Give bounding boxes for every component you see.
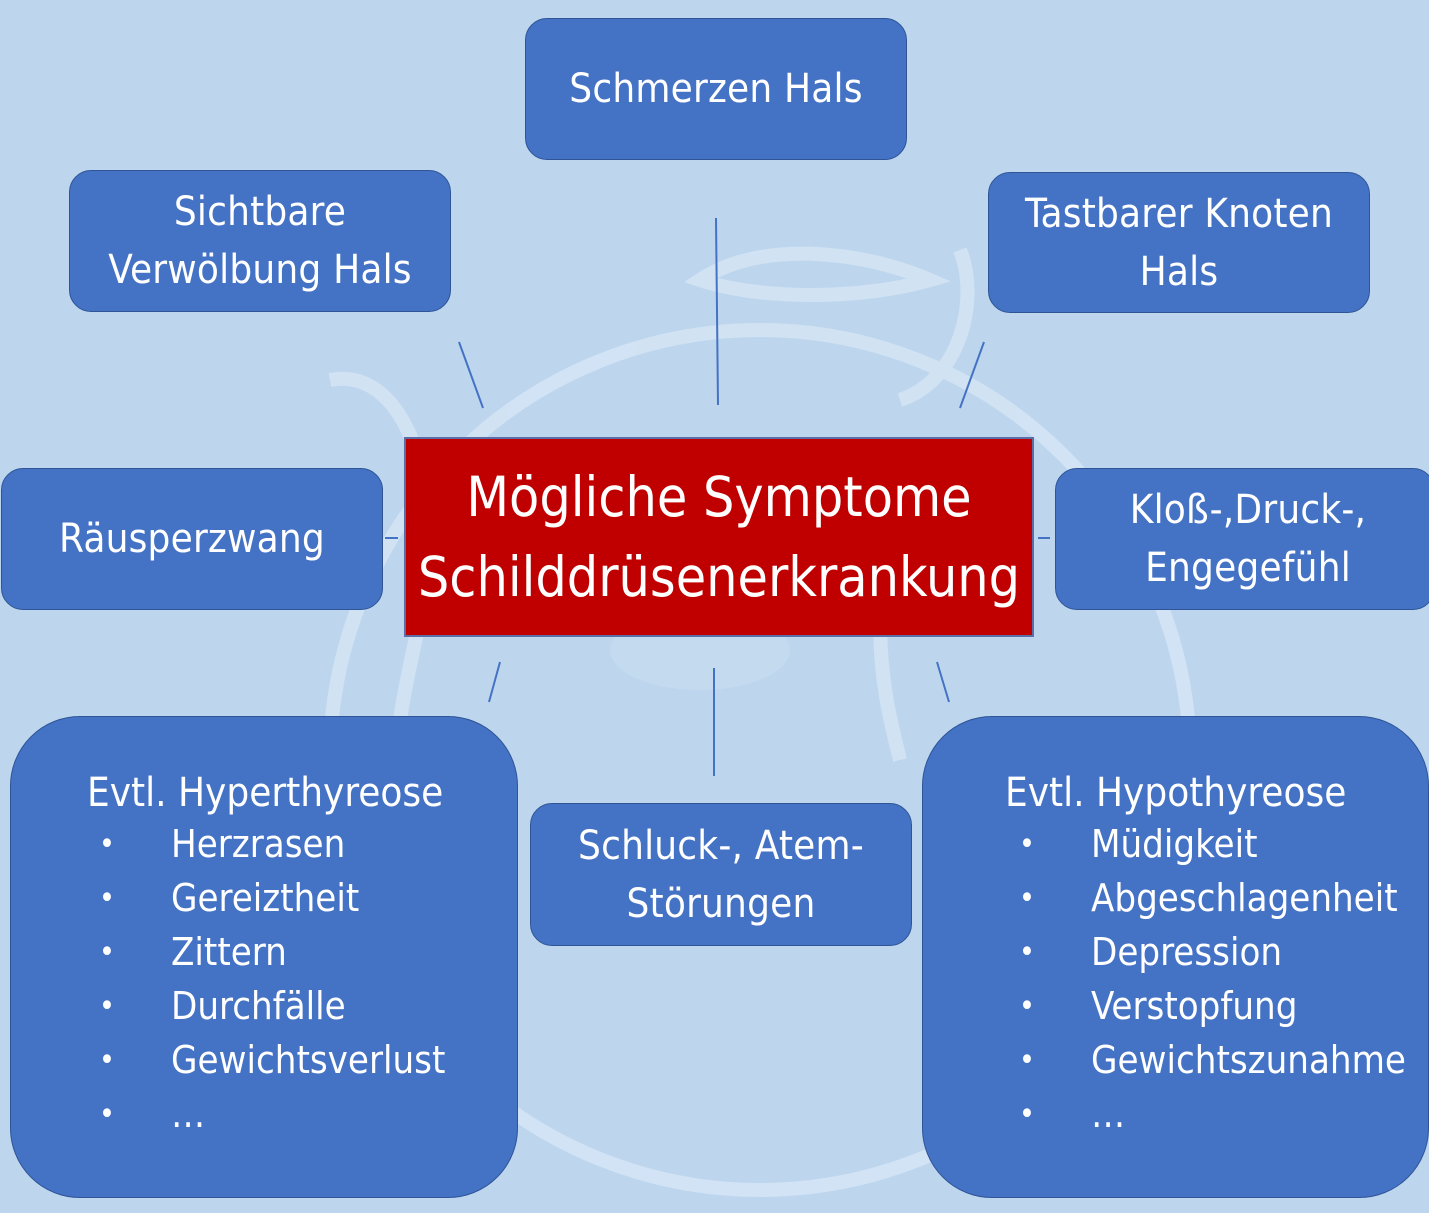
central-topic: Mögliche Symptome Schilddrüsenerkrankung: [404, 437, 1034, 637]
bullet-icon: •: [1019, 988, 1035, 1024]
group-title: Evtl. Hyperthyreose: [87, 770, 444, 816]
list-item: •Depression: [1019, 930, 1283, 974]
node-raeusperzwang: Räusperzwang: [1, 468, 383, 610]
list-item: •Gewichtsverlust: [99, 1038, 446, 1082]
connector-hyper: [488, 661, 501, 703]
group-hyperthyreose: Evtl. Hyperthyreose •Herzrasen •Gereizth…: [10, 716, 518, 1198]
bullet-icon: •: [99, 988, 115, 1024]
node-label: Schluck-, Atem- Störungen: [578, 822, 864, 927]
list-item: •…: [1019, 1092, 1126, 1136]
list-item: •Gewichtszunahme: [1019, 1038, 1406, 1082]
node-schmerzen-hals: Schmerzen Hals: [525, 18, 907, 160]
list-item: •Zittern: [99, 930, 287, 974]
node-label: Kloß-,Druck-, Engegefühl: [1129, 487, 1367, 591]
node-tastbarer-knoten: Tastbarer Knoten Hals: [988, 172, 1370, 313]
connector-schmerzen: [715, 217, 719, 406]
bullet-icon: •: [1019, 826, 1035, 862]
bullet-icon: •: [99, 880, 115, 916]
node-kloss-druck: Kloß-,Druck-, Engegefühl: [1055, 468, 1429, 610]
node-label: Räusperzwang: [59, 516, 325, 562]
bullet-icon: •: [1019, 880, 1035, 916]
node-label: Schmerzen Hals: [569, 66, 863, 112]
node-sichtbare-verwoelbung: Sichtbare Verwölbung Hals: [69, 170, 451, 312]
node-label: Sichtbare Verwölbung Hals: [108, 189, 412, 293]
bullet-icon: •: [99, 1096, 115, 1132]
list-item: •Herzrasen: [99, 822, 346, 866]
list-item: •Durchfälle: [99, 984, 346, 1028]
symptom-list: •Herzrasen •Gereiztheit •Zittern •Durchf…: [99, 817, 445, 1141]
list-item: •Verstopfung: [1019, 984, 1298, 1028]
bullet-icon: •: [99, 934, 115, 970]
list-item: •Abgeschlagenheit: [1019, 876, 1398, 920]
list-item: •Gereiztheit: [99, 876, 360, 920]
list-item: •Müdigkeit: [1019, 822, 1258, 866]
central-topic-line2: Schilddrüsenerkrankung: [417, 545, 1021, 609]
central-topic-line1: Mögliche Symptome: [466, 465, 972, 529]
connector-tastbarer: [959, 341, 985, 409]
node-label: Tastbarer Knoten Hals: [1024, 190, 1334, 295]
bullet-icon: •: [1019, 1096, 1035, 1132]
symptom-list: •Müdigkeit •Abgeschlagenheit •Depression…: [1019, 817, 1406, 1141]
group-hypothyreose: Evtl. Hypothyreose •Müdigkeit •Abgeschla…: [922, 716, 1429, 1198]
bullet-icon: •: [1019, 934, 1035, 970]
bullet-icon: •: [1019, 1042, 1035, 1078]
connector-hypo: [936, 661, 950, 703]
bullet-icon: •: [99, 826, 115, 862]
node-schluck-atem: Schluck-, Atem- Störungen: [530, 803, 912, 946]
bullet-icon: •: [99, 1042, 115, 1078]
group-title: Evtl. Hypothyreose: [1005, 770, 1347, 816]
connector-sichtbare: [458, 341, 484, 409]
list-item: •…: [99, 1092, 206, 1136]
